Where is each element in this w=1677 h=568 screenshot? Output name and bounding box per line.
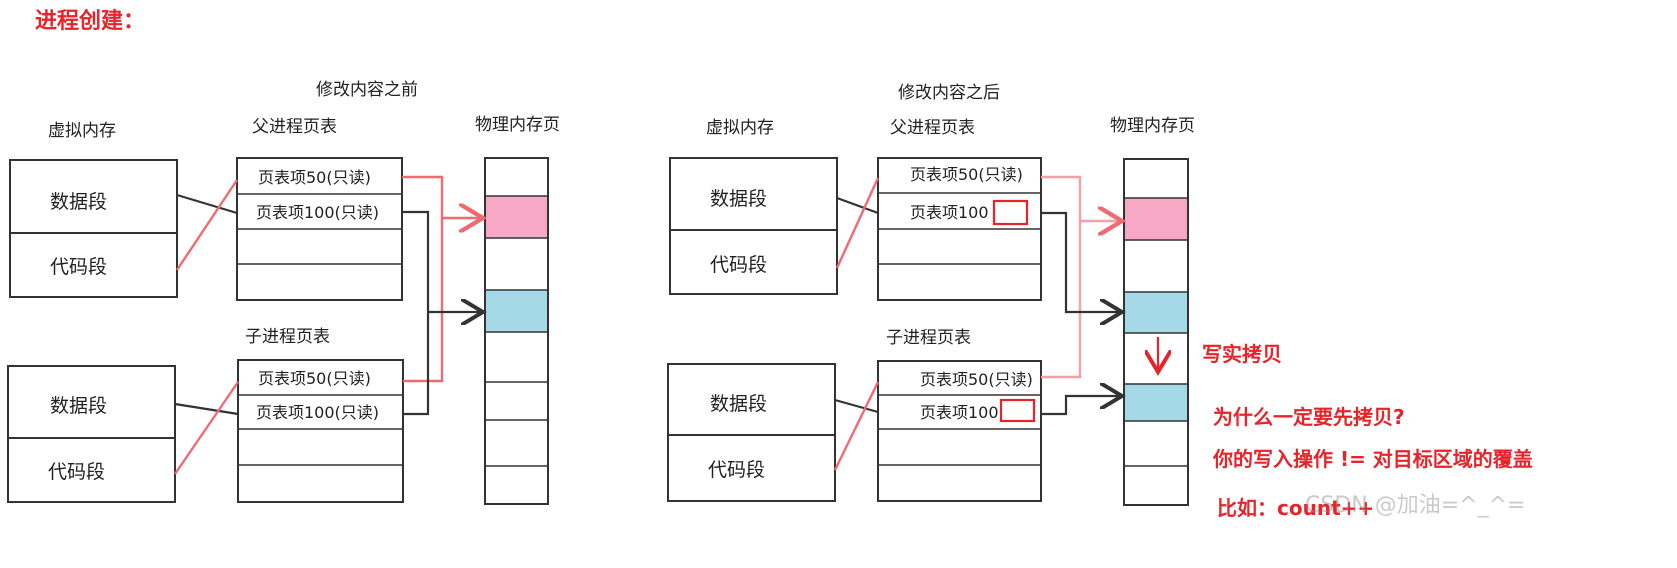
- before-child-table-label: 子进程页表: [245, 327, 330, 347]
- arrow-child-to-copy-page: [1041, 396, 1122, 416]
- page-entry-100: 页表项100: [920, 403, 999, 422]
- segment-data: 数据段: [50, 395, 107, 417]
- arrow-parent-to-blue-page: [1041, 211, 1122, 312]
- segment-data: 数据段: [710, 393, 767, 415]
- page-entry-100: 页表项100(只读): [256, 403, 379, 422]
- after-parent-table-label: 父进程页表: [890, 118, 975, 138]
- modified-flag-box: [999, 398, 1036, 423]
- notes: 写实拷贝 为什么一定要先拷贝? 你的写入操作 != 对目标区域的覆盖 比如：co…: [1202, 342, 1533, 520]
- before-parent-virtual-memory: 数据段 代码段: [9, 159, 178, 298]
- before-child-page-table: 页表项50(只读) 页表项100(只读): [237, 359, 404, 503]
- link-data-to-entry100: [836, 196, 879, 215]
- after-parent-virtual-memory: 数据段 代码段: [669, 157, 838, 295]
- after-child-virtual-memory: 数据段 代码段: [667, 363, 836, 502]
- before-physical-memory: [484, 157, 549, 505]
- link-data-to-entry100: [176, 193, 238, 215]
- physical-page-pink: [1125, 198, 1187, 240]
- physical-page-blue: [486, 290, 547, 332]
- link-entry50-bus: [1041, 175, 1082, 379]
- link-code-to-entry50: [833, 381, 880, 471]
- page-entry-100: 页表项100: [910, 203, 989, 222]
- link-code-to-entry50: [174, 381, 239, 475]
- segment-code: 代码段: [710, 254, 767, 276]
- link-entry100-bus: [402, 210, 430, 416]
- after-physical-memory: [1123, 158, 1189, 506]
- page-entry-50: 页表项50(只读): [920, 370, 1033, 389]
- segment-data: 数据段: [50, 191, 107, 213]
- link-data-to-entry100: [174, 402, 239, 416]
- modified-flag-box: [992, 199, 1029, 226]
- note-copy-on-write: 写实拷贝: [1202, 342, 1282, 366]
- note-example: 比如：count++: [1217, 496, 1374, 520]
- physical-page-pink: [486, 196, 547, 238]
- before-parent-table-label: 父进程页表: [252, 117, 337, 137]
- link-code-to-entry50: [176, 179, 238, 271]
- before-parent-page-table: 页表项50(只读) 页表项100(只读): [236, 157, 403, 301]
- page-entry-50: 页表项50(只读): [258, 168, 371, 187]
- page-entry-50: 页表项50(只读): [910, 165, 1023, 184]
- after-virtual-memory-label: 虚拟内存: [706, 118, 774, 138]
- segment-code: 代码段: [48, 461, 105, 483]
- physical-page-blue: [1125, 292, 1187, 333]
- after-parent-page-table: 页表项50(只读) 页表项100: [877, 157, 1042, 301]
- link-data-to-entry100: [834, 398, 879, 414]
- segment-code: 代码段: [50, 256, 107, 278]
- after-child-page-table: 页表项50(只读) 页表项100: [877, 360, 1042, 502]
- note-answer: 你的写入操作 != 对目标区域的覆盖: [1212, 447, 1533, 471]
- watermark: CSDN @加油=^_^=: [1305, 493, 1525, 518]
- page-entry-50: 页表项50(只读): [258, 369, 371, 388]
- link-code-to-entry50: [835, 177, 880, 269]
- segment-code: 代码段: [708, 459, 765, 481]
- note-question: 为什么一定要先拷贝?: [1213, 405, 1405, 429]
- page-entry-100: 页表项100(只读): [256, 203, 379, 222]
- after-child-table-label: 子进程页表: [886, 328, 971, 348]
- before-physical-label: 物理内存页: [475, 115, 560, 135]
- after-heading: 修改内容之后: [898, 83, 1000, 103]
- link-entry50-bus: [402, 175, 444, 383]
- before-virtual-memory-label: 虚拟内存: [48, 121, 116, 141]
- page-title: 进程创建：: [35, 9, 145, 34]
- after-panel: 修改内容之后 虚拟内存 父进程页表 物理内存页 子进程页表 数据段 代码段 页表…: [667, 83, 1195, 506]
- physical-page-copy: [1125, 384, 1187, 421]
- before-heading: 修改内容之前: [316, 80, 418, 100]
- before-panel: 修改内容之前 虚拟内存 父进程页表 物理内存页 子进程页表 数据段 代码段 页表…: [7, 80, 560, 505]
- after-physical-label: 物理内存页: [1110, 116, 1195, 136]
- segment-data: 数据段: [710, 188, 767, 210]
- before-child-virtual-memory: 数据段 代码段: [7, 365, 176, 503]
